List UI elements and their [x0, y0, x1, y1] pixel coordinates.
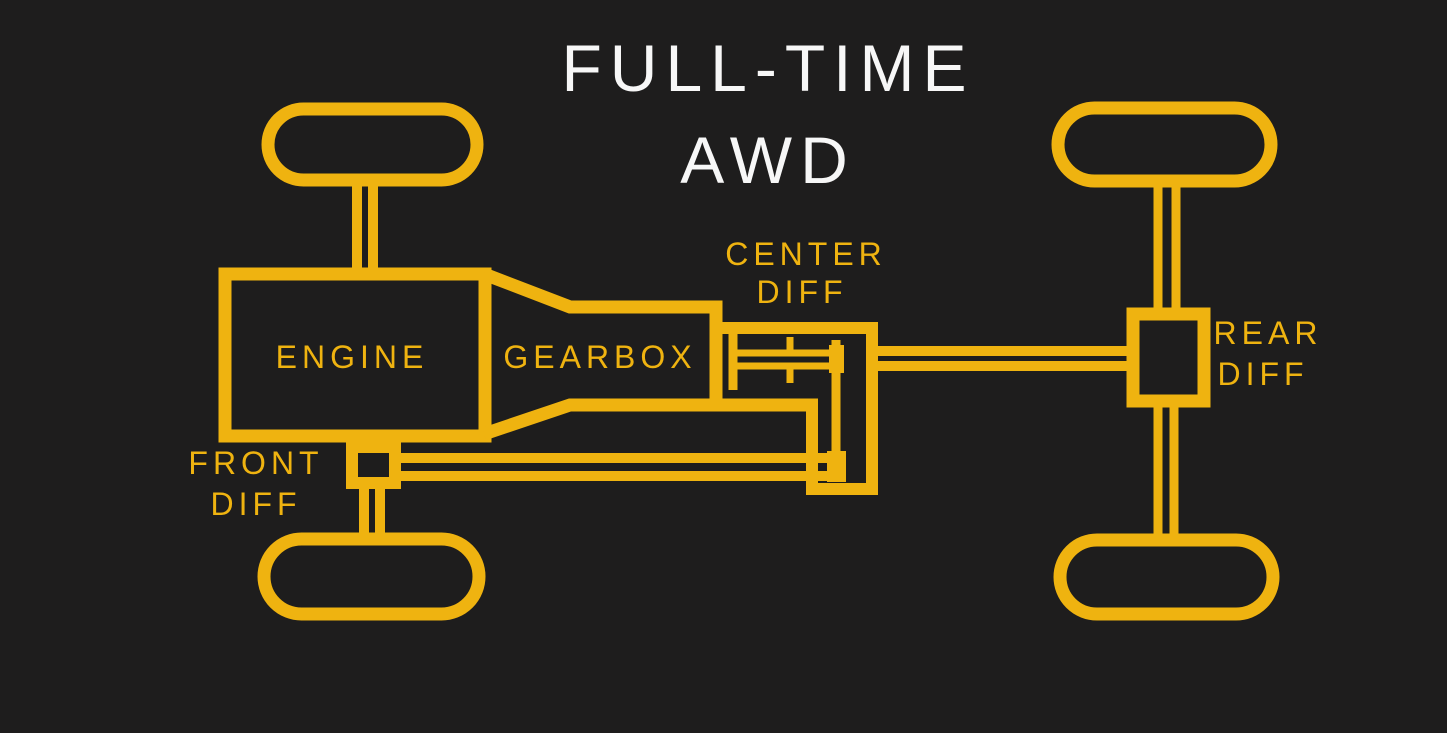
rear-diff-label-line2: DIFF [1217, 356, 1308, 392]
center-diff-label-line2: DIFF [756, 274, 847, 310]
gearbox-top-outline [481, 267, 818, 412]
rear-diff-box [1126, 307, 1211, 408]
gearbox-label: GEARBOX [503, 339, 696, 375]
center-diff-label-line1: CENTER [725, 236, 887, 272]
rear-axle-top [1153, 184, 1181, 312]
engine-label: ENGINE [276, 339, 429, 375]
wheel-rear-bottom [1053, 533, 1280, 621]
front-diff-box [346, 441, 401, 489]
rear-axle-bottom [1153, 404, 1179, 544]
front-diff-label-line2: DIFF [210, 486, 301, 522]
front-axle-bottom [359, 486, 385, 543]
center-diff-label: CENTER DIFF [725, 236, 887, 310]
rear-diff-label: REAR DIFF [1214, 315, 1323, 392]
wheel-front-top [261, 102, 484, 187]
front-diff-label-line1: FRONT [188, 445, 323, 481]
page-title: FULL-TIME AWD [561, 31, 974, 197]
wheel-front-bottom [257, 532, 486, 621]
center-diff-flange [829, 345, 844, 373]
wheel-rear-top [1051, 101, 1278, 188]
gearbox-bottom-outline [481, 398, 720, 441]
front-diff-label: FRONT DIFF [188, 445, 323, 522]
engine-box [218, 267, 492, 443]
front-driveshaft [399, 453, 840, 481]
front-axle-top [352, 182, 378, 272]
page-title-line2: AWD [680, 123, 856, 197]
rear-diff-label-line1: REAR [1214, 315, 1323, 351]
rear-propshaft [870, 346, 1131, 371]
page-title-line1: FULL-TIME [561, 31, 974, 105]
